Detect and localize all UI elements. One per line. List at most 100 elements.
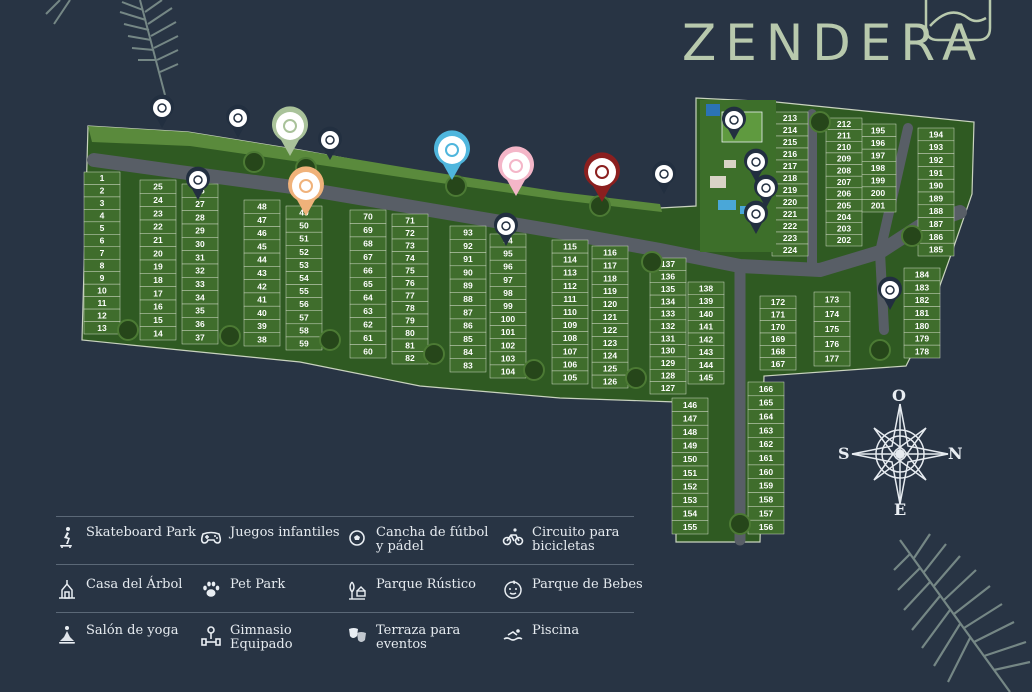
lot-number: 66 [363, 266, 373, 276]
lot-number: 150 [683, 454, 697, 464]
lot-number: 211 [837, 130, 851, 140]
lot-number: 2 [100, 186, 105, 196]
lot-number: 117 [603, 260, 617, 270]
lot-number: 132 [661, 321, 675, 331]
lot-number: 212 [837, 119, 851, 129]
map-pin-skateboard-icon [288, 166, 324, 216]
tree [625, 367, 647, 389]
lot-number: 190 [929, 181, 943, 191]
lot-number: 44 [257, 255, 267, 265]
legend-label: Cancha de fútbol y pádel [376, 525, 489, 554]
lot-number: 135 [661, 284, 675, 294]
legend-item-parque-rustico: Parque Rústico [346, 578, 500, 600]
lot-number: 144 [699, 360, 713, 370]
lot-number: 82 [405, 353, 415, 363]
lot-number: 102 [501, 340, 515, 350]
lot-number: 17 [153, 288, 163, 298]
lot-number: 9 [100, 273, 105, 283]
lot-number: 220 [783, 197, 797, 207]
map-pin-gamepad-icon [494, 212, 518, 246]
east-road [875, 123, 913, 335]
lot-number: 77 [405, 290, 415, 300]
lot-number: 88 [463, 294, 473, 304]
legend-item-juegos-infantiles: Juegos infantiles [200, 526, 354, 548]
lot-number: 91 [463, 254, 473, 264]
gamepad-icon [200, 531, 222, 544]
map-pin-gamepad-icon [186, 166, 210, 200]
lot-number: 222 [783, 221, 797, 231]
legend-label: Skateboard Park [86, 525, 197, 540]
lot-number: 41 [257, 295, 267, 305]
legend-label: Casa del Árbol [86, 577, 183, 592]
lot-number: 25 [153, 182, 163, 192]
palm-leaf-top-decoration [45, 0, 179, 96]
lot-number: 103 [501, 353, 515, 363]
lot-number: 224 [783, 245, 797, 255]
lot-number: 170 [771, 322, 785, 332]
lot-number: 80 [405, 328, 415, 338]
lot-number: 213 [783, 113, 797, 123]
lot-number: 68 [363, 239, 373, 249]
lot-number: 216 [783, 149, 797, 159]
lot-number: 167 [771, 359, 785, 369]
legend-label: Gimnasio Equipado [230, 623, 293, 652]
lot-number: 118 [603, 273, 617, 283]
legend-divider [56, 564, 634, 565]
lot-number: 15 [153, 315, 163, 325]
lot-number: 72 [405, 228, 415, 238]
lot-number: 110 [563, 307, 577, 317]
lot-number: 13 [97, 323, 107, 333]
lot-number: 148 [683, 427, 697, 437]
tree [869, 339, 891, 361]
map-pin-soccer-ball-icon [722, 106, 746, 140]
legend-label: Juegos infantiles [230, 525, 340, 540]
lot-number: 210 [837, 142, 851, 152]
lot-number: 56 [299, 299, 309, 309]
lot-number: 43 [257, 268, 267, 278]
lot-number: 218 [783, 173, 797, 183]
lot-number: 122 [603, 325, 617, 335]
lot-number: 24 [153, 195, 163, 205]
lot-number: 73 [405, 240, 415, 250]
lot-number: 192 [929, 155, 943, 165]
lot-number: 67 [363, 252, 373, 262]
palm-leaf-bottom-decoration [893, 533, 1031, 692]
lot-number: 60 [363, 346, 373, 356]
lot-number: 146 [683, 400, 697, 410]
legend-label: Parque Rústico [376, 577, 476, 592]
lot-number: 168 [771, 347, 785, 357]
lot-number: 204 [837, 212, 851, 222]
lot-number: 217 [783, 161, 797, 171]
lot-number: 107 [563, 346, 577, 356]
lot-number: 139 [699, 296, 713, 306]
lot-number: 47 [257, 215, 267, 225]
clubhouse-roof [710, 176, 726, 188]
lot-number: 160 [759, 467, 773, 477]
lot-number: 199 [871, 176, 885, 186]
lot-parcel [243, 332, 281, 347]
lot-number: 8 [100, 260, 105, 270]
lot-number: 193 [929, 142, 943, 152]
lot-number: 164 [759, 412, 773, 422]
lot-parcel [671, 520, 709, 535]
legend-label: Terraza para eventos [376, 623, 461, 652]
legend-item-parque-de-bebes: Parque de Bebes [502, 578, 656, 600]
legend-item-skateboard-park: Skateboard Park [56, 526, 210, 548]
lot-number: 69 [363, 225, 373, 235]
lot-number: 152 [683, 481, 697, 491]
baby-face-icon [504, 580, 522, 599]
lot-number: 155 [683, 522, 697, 532]
lot-number: 121 [603, 312, 617, 322]
lot-number: 129 [661, 358, 675, 368]
tree [243, 151, 265, 173]
tree [641, 251, 663, 273]
main-road [87, 153, 967, 277]
lot-number: 16 [153, 302, 163, 312]
lot-number: 180 [915, 321, 929, 331]
map-pin-gamepad-icon [878, 276, 902, 310]
lot-number: 78 [405, 303, 415, 313]
lot-number: 86 [463, 321, 473, 331]
lot-number: 159 [759, 481, 773, 491]
lot-grid: 1234567891011121325242322212019181716151… [83, 111, 955, 535]
